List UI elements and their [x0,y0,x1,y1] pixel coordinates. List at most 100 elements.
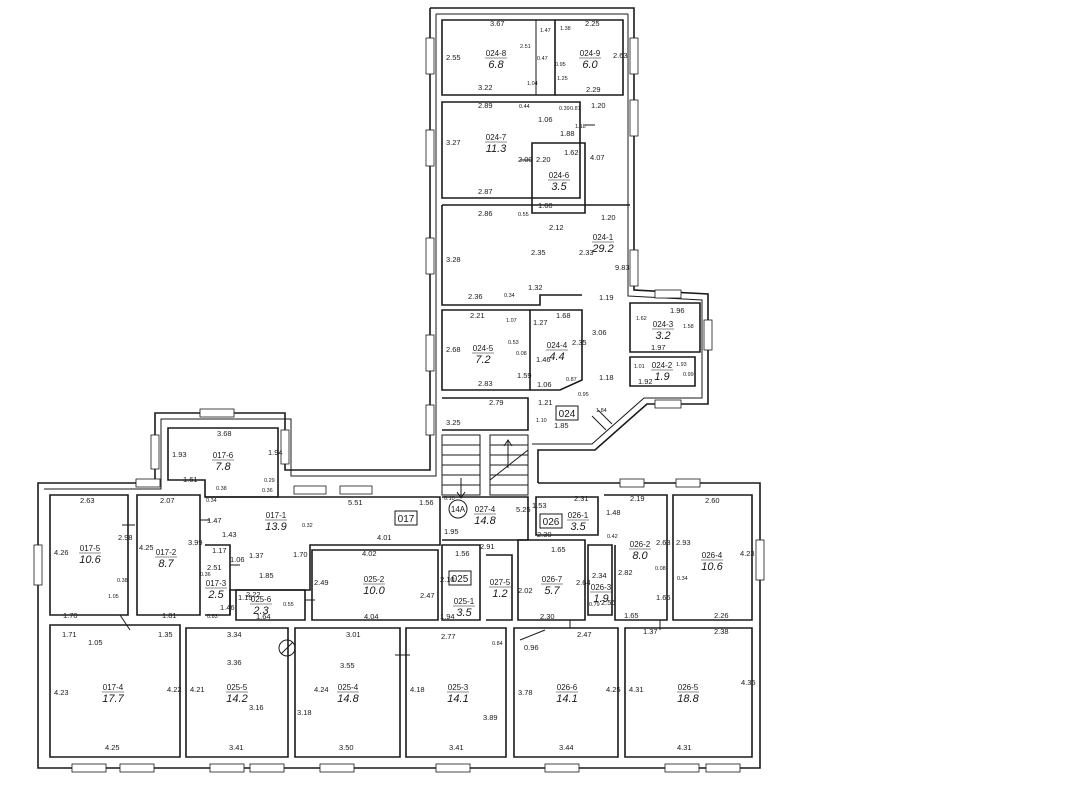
dim-label: 1.70 [293,550,308,559]
dim-label: 1.48 [606,508,621,517]
dim-label: 0.34 [504,293,515,299]
dim-label: 0.55 [283,602,294,608]
dim-label: 4.18 [410,685,425,694]
room-walls [49,19,753,758]
room-025-3: 025-314.1 [447,683,469,705]
dimension-labels: 3.67 1.47 1.38 2.25 2.55 2.51 2.63 0.47 … [54,19,756,752]
dim-label: 2.35 [531,248,546,257]
room-labels: 024-86.8024-96.0024-711.3024-63.5024-129… [79,49,724,705]
dim-label: 0.83 [207,614,218,620]
dim-label: 1.06 [230,555,245,564]
room-area: 5.7 [544,585,560,597]
dim-label: 2.60 [705,496,720,505]
dim-label: 9.83 [615,263,630,272]
dim-label: 1.17 [212,546,227,555]
dim-label: 0.95 [555,62,566,68]
dim-label: 1.81 [162,611,177,620]
dim-label: 2.38 [714,627,729,636]
dim-label: 3.44 [559,743,574,752]
dim-label: 1.25 [557,76,568,82]
room-id: 027-4 [475,505,496,514]
dim-label: 2.21 [470,311,485,320]
dim-label: 0.95 [578,392,589,398]
dim-label: 4.22 [167,685,182,694]
dim-label: 2.47 [420,591,435,600]
dim-label: 2.63 [656,538,671,547]
room-id: 026-7 [542,575,563,584]
dim-label: 2.77 [441,632,456,641]
unit-label-026: 026 [543,517,560,528]
room-024-6: 024-63.5 [548,171,570,193]
dim-label: 4.25 [606,685,621,694]
dim-label: 1.94 [440,612,455,621]
room-area: 14.1 [447,693,468,705]
room-area: 14.8 [337,693,359,705]
dim-label: 2.87 [478,187,493,196]
room-id: 025-5 [227,683,248,692]
dim-label: 2.30 [537,530,552,539]
dim-label: 2.49 [314,578,329,587]
unit-box-024 [555,405,579,421]
dim-label: 2.12 [549,223,564,232]
room-id: 024-9 [580,49,601,58]
dim-label: 2.35 [572,338,587,347]
dim-label: 2.07 [160,496,175,505]
room-id: 024-3 [653,320,674,329]
dim-label: 4.31 [677,743,692,752]
room-017-3: 017-32.5 [205,579,227,601]
room-area: 10.0 [363,585,385,597]
room-id: 025-1 [454,597,475,606]
dim-label: 2.98 [118,533,133,542]
room-025-6: 025-62.3 [250,595,272,617]
room-017-5: 017-510.6 [79,544,102,566]
dim-label: 1.64 [256,612,271,621]
dim-label: 3.01 [346,630,361,639]
dim-label: 2.36 [468,292,483,301]
room-026-7: 026-75.7 [541,575,563,597]
dim-label: 1.88 [560,129,575,138]
dim-label: 1.65 [624,611,639,620]
dim-label: 3.27 [446,138,461,147]
dim-label: 2.10 [440,575,455,584]
room-area: 1.9 [593,593,608,605]
dim-label: 4.04 [364,612,379,621]
dim-label: 1.61 [183,475,198,484]
dim-label: 2.33 [579,248,594,257]
dim-label: 2.89 [478,101,493,110]
dim-label: 5.25 [516,505,531,514]
room-id: 026-5 [678,683,699,692]
dim-label: 1.53 [532,501,547,510]
room-id: 026-3 [591,583,612,592]
dim-label: 2.29 [586,85,601,94]
dim-label: 1.93 [676,362,687,368]
dim-label: 3.68 [217,429,232,438]
dim-label: 2.68 [446,345,461,354]
dim-label: 2.22 [246,590,261,599]
room-024-5: 024-57.2 [472,344,494,366]
dim-label: 4.23 [740,549,755,558]
room-017-1: 017-113.9 [265,511,287,533]
dim-label: 1.19 [599,293,614,302]
dim-label: 3.67 [490,19,505,28]
dim-label: 2.83 [478,379,493,388]
room-area: 1.9 [654,371,669,383]
room-025-2: 025-210.0 [363,575,386,597]
room-area: 2.3 [252,605,269,617]
dim-label: 2.63 [80,496,95,505]
dim-label: 2.30 [540,612,555,621]
dim-label: 0.53 [508,340,519,346]
room-024-2: 024-21.9 [651,361,673,383]
dim-label: 1.47 [540,28,551,34]
dim-label: 0.36 [262,488,273,494]
room-017-4: 017-417.7 [102,683,125,705]
dim-label: 0.08 [516,351,527,357]
dim-label: 4.23 [54,688,69,697]
dim-label: 5.51 [348,498,363,507]
dim-label: 0.34 [206,498,217,504]
windows [33,37,765,773]
room-026-2: 026-28.0 [629,540,651,562]
room-id: 017-6 [213,451,234,460]
dim-label: 0.29 [264,478,275,484]
room-026-1: 026-13.5 [567,511,589,533]
dim-label: 2.31 [574,494,589,503]
